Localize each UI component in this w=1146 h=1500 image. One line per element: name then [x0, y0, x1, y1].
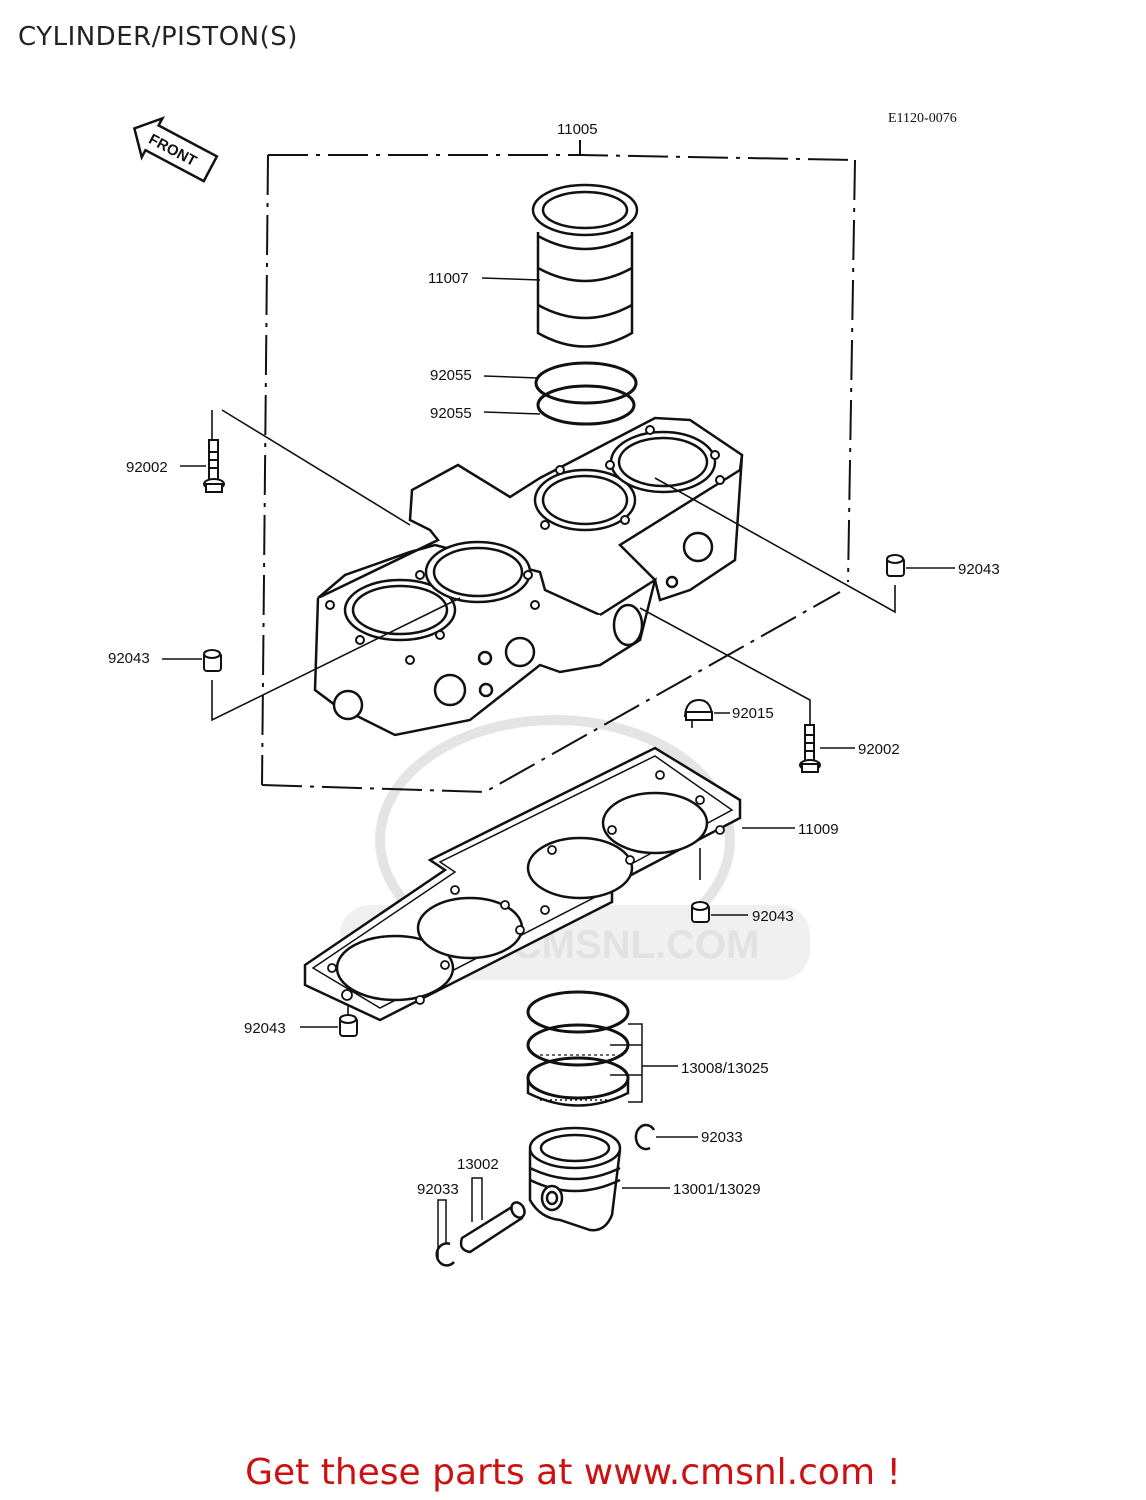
part-label-92055-top[interactable]: 92055: [430, 367, 472, 384]
part-label-11005[interactable]: 11005: [557, 121, 598, 138]
front-arrow-icon: FRONT: [132, 116, 219, 183]
cap-92015: [683, 698, 714, 721]
part-label-11007[interactable]: 11007: [428, 270, 469, 287]
part-label-92002-right[interactable]: 92002: [858, 741, 900, 758]
part-label-92043-left[interactable]: 92043: [108, 650, 150, 667]
part-label-92002-left[interactable]: 92002: [126, 459, 168, 476]
diagram-code: E1120-0076: [888, 111, 957, 126]
dowel-92043-gasket-left: [339, 1014, 358, 1037]
part-label-92043-right[interactable]: 92043: [958, 561, 1000, 578]
part-label-92043-gasket-left[interactable]: 92043: [244, 1020, 286, 1037]
piston-rings-13008: [526, 990, 630, 1107]
bolt-92002-right: [799, 724, 821, 773]
cylinder-block: [313, 416, 744, 737]
part-label-92033-right[interactable]: 92033: [701, 1129, 743, 1146]
page-title: CYLINDER/PISTON(S): [18, 22, 298, 52]
part-label-13002[interactable]: 13002: [457, 1156, 499, 1173]
part-label-92033-left[interactable]: 92033: [417, 1181, 459, 1198]
part-label-13001[interactable]: 13001/13029: [673, 1181, 761, 1198]
part-label-11009[interactable]: 11009: [798, 821, 839, 838]
dowel-92043-right: [886, 554, 905, 577]
head-gasket-11009: [303, 746, 742, 1022]
part-label-92043-gasket-right[interactable]: 92043: [752, 908, 794, 925]
part-label-13008[interactable]: 13008/13025: [681, 1060, 769, 1077]
dowel-92043-gasket-right: [691, 901, 710, 923]
circlip-92033-left: [435, 1242, 455, 1267]
o-rings-92055: [534, 361, 638, 426]
leader-lines: [211, 409, 896, 1015]
bolt-92002-left: [203, 439, 225, 493]
part-label-92015[interactable]: 92015: [732, 705, 774, 722]
assembly-bracket-11005: [261, 140, 856, 794]
dowel-92043-left: [203, 649, 222, 672]
circlip-92033-right: [634, 1123, 656, 1151]
part-label-92055-bottom[interactable]: 92055: [430, 405, 472, 422]
cta-link[interactable]: Get these parts at www.cmsnl.com !: [245, 1452, 901, 1493]
piston-13001: [528, 1126, 622, 1232]
piston-pin-13002: [459, 1201, 526, 1254]
cylinder-sleeve-11007: [531, 183, 639, 348]
